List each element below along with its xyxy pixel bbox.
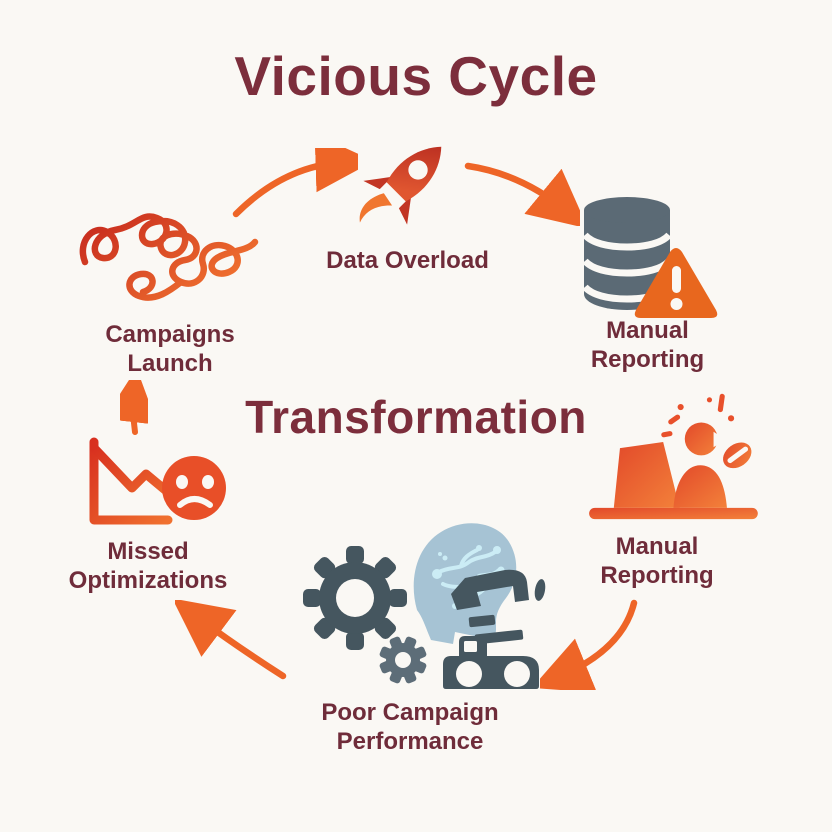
label-manual-reporting-right: Manual Reporting: [600, 533, 714, 590]
rocket-icon: [359, 146, 442, 225]
label-data-overload: Data Overload: [326, 247, 489, 274]
stressed-worker-laptop-icon: [589, 393, 758, 520]
label-poor-campaign-performance: Poor Campaign Performance: [321, 699, 499, 756]
arrow-manual-reporting-to-poor-performance: [540, 599, 638, 690]
arrow-data-overload-to-manual-reporting: [464, 162, 580, 226]
declining-chart-sad-face-icon: [89, 437, 226, 525]
label-missed-optimizations: Missed Optimizations: [68, 538, 228, 595]
arrow-missed-optimizations-to-campaigns: [120, 380, 148, 435]
arrow-campaigns-to-data-overload: [232, 148, 358, 218]
arrow-poor-performance-to-missed-optimizations: [175, 600, 287, 680]
label-manual-reporting-top: Manual Reporting: [590, 317, 705, 374]
page-title: Vicious Cycle: [234, 45, 598, 107]
database-warning-icon: [582, 197, 718, 318]
tangled-scribble-icon: [79, 213, 259, 301]
brain-gears-machine-icon: [303, 523, 546, 689]
center-label: Transformation: [245, 391, 587, 443]
label-campaigns-launch: Campaigns Launch: [105, 321, 235, 378]
